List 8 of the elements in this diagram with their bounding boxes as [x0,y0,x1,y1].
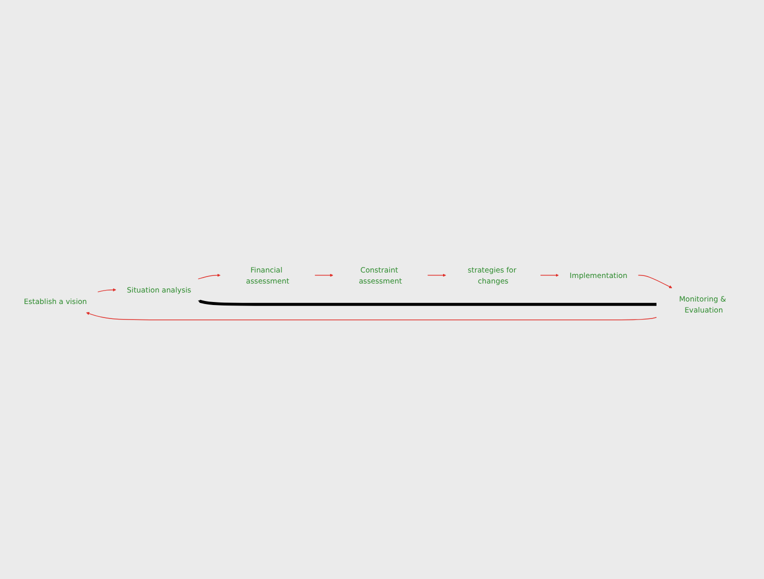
arrow [638,274,672,288]
arrow [198,299,656,306]
arrow [427,273,446,277]
arrow [198,273,220,279]
arrow [86,312,657,320]
arrow [97,288,116,292]
arrow [314,273,334,277]
arrow [540,273,559,277]
